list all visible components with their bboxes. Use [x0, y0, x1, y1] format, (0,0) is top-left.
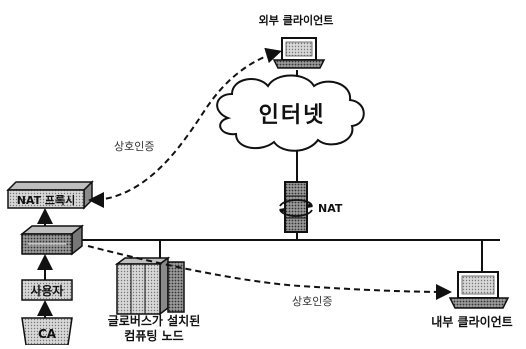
internet-cloud: 인터넷 [216, 74, 365, 152]
compute-node: 글로버스가 설치된 컴퓨팅 노드 [108, 256, 201, 343]
ca-node: CA [21, 317, 73, 346]
compute-node-label-line2: 컴퓨팅 노드 [124, 328, 183, 343]
mutual-auth-label-top: 상호인증 [114, 140, 154, 153]
external-client-label: 외부 클라이언트 [259, 13, 334, 27]
internal-client-label: 내부 클라이언트 [431, 314, 512, 329]
nat-proxy: NAT 프록시 [6, 180, 94, 210]
internet-label: 인터넷 [259, 103, 326, 128]
compute-node-label-line1: 글로버스가 설치된 [108, 313, 201, 328]
mutual-auth-arc-bottom [87, 245, 452, 300]
nat-proxy-label: NAT 프록시 [17, 194, 76, 207]
nat-label: NAT [318, 202, 343, 215]
proxy-server-box [19, 224, 85, 256]
user-label: 사용자 [30, 283, 63, 298]
internal-client: 내부 클라이언트 [431, 271, 513, 329]
ca-label: CA [38, 327, 57, 341]
external-client: 외부 클라이언트 [259, 13, 334, 69]
mutual-auth-label-bottom: 상호인증 [292, 295, 332, 308]
user-node: 사용자 [21, 279, 73, 301]
mutual-auth-arc-top [95, 47, 282, 201]
nat-device: NAT [279, 181, 343, 233]
